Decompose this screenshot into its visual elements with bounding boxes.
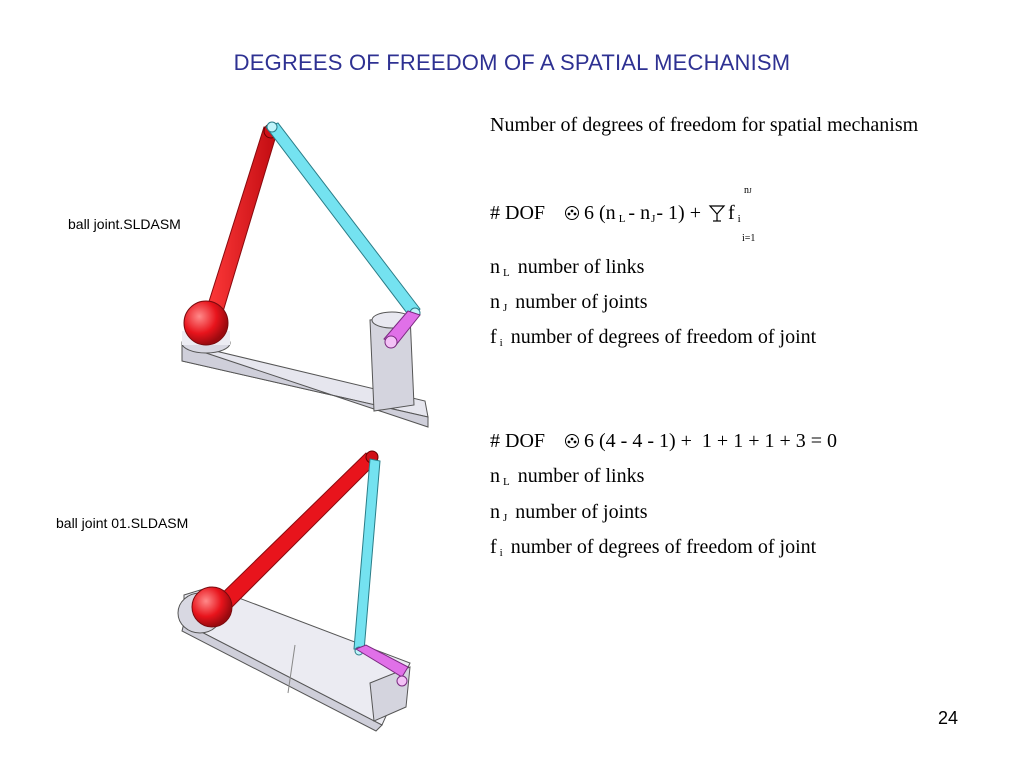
sum-upper-limit: nJ	[744, 185, 752, 196]
intro-text: Number of degrees of freedom for spatial…	[490, 114, 919, 136]
model-label-1: ball joint.SLDASM	[68, 216, 181, 232]
mechanism-illustration-2	[177, 450, 411, 732]
dof-example: # DOF 6 (4 - 4 - 1) + 1 + 1 + 1 + 3 = 0	[490, 430, 838, 452]
summation-icon	[708, 204, 726, 222]
equals-symbol-icon	[564, 204, 580, 220]
page-number: 24	[938, 708, 959, 728]
equals-symbol-icon	[564, 432, 580, 448]
sum-lower-limit: i=1	[742, 233, 756, 244]
model-label-2: ball joint 01.SLDASM	[56, 515, 189, 531]
mechanism-illustration-1	[181, 121, 429, 428]
slide-title: DEGREES OF FREEDOM OF A SPATIAL MECHANIS…	[233, 50, 791, 75]
formula-lhs: # DOF	[490, 202, 546, 224]
